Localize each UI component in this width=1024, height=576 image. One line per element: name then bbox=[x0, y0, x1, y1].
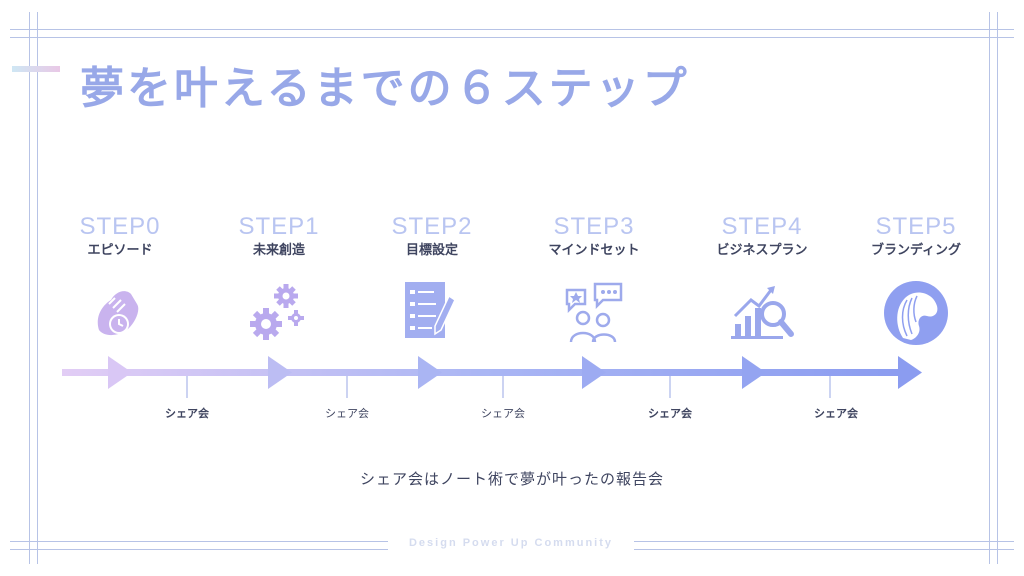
timeline-arrowhead bbox=[418, 356, 442, 389]
step-label: STEP0 bbox=[79, 213, 161, 240]
timeline-arrowhead bbox=[108, 356, 132, 389]
page-title: 夢を叶えるまでの６ステップ bbox=[80, 63, 690, 114]
frame-line-left-2 bbox=[37, 12, 38, 564]
step-1: STEP1 未来創造 bbox=[204, 212, 354, 260]
step-label: STEP2 bbox=[391, 213, 473, 240]
share-label: シェア会 bbox=[325, 407, 369, 420]
frame-line-top-2 bbox=[10, 37, 1014, 38]
title-accent-bar bbox=[12, 66, 60, 72]
frame-line-top-1 bbox=[10, 29, 1014, 30]
step-label: STEP4 bbox=[721, 213, 803, 240]
step-label: STEP3 bbox=[553, 213, 635, 240]
people-chat-icon bbox=[565, 282, 623, 343]
step-name: 未来創造 bbox=[252, 243, 305, 258]
share-label: シェア会 bbox=[481, 407, 525, 420]
gears-icon bbox=[250, 284, 304, 340]
step-name: ブランディング bbox=[870, 243, 962, 258]
timeline-arrowhead bbox=[742, 356, 766, 389]
timeline bbox=[62, 356, 922, 398]
frame-line-left-1 bbox=[29, 12, 30, 564]
step-name: エピソード bbox=[87, 243, 153, 258]
share-label: シェア会 bbox=[648, 407, 692, 420]
share-note: シェア会はノート術で夢が叶ったの報告会 bbox=[359, 470, 664, 488]
clock-on-shoe-icon bbox=[97, 291, 139, 336]
timeline-arrowhead bbox=[268, 356, 292, 389]
footer-brand: Design Power Up Community bbox=[388, 536, 634, 550]
timeline-arrowhead bbox=[582, 356, 606, 389]
share-label: シェア会 bbox=[165, 407, 209, 420]
step-3: STEP3 マインドセット bbox=[519, 212, 669, 260]
step-name: マインドセット bbox=[548, 243, 640, 258]
step-name: 目標設定 bbox=[405, 243, 458, 258]
step-0: STEP0 エピソード bbox=[45, 212, 195, 260]
step-name: ビジネスプラン bbox=[716, 243, 808, 258]
checklist-pen-icon bbox=[405, 282, 456, 338]
step-5: STEP5 ブランディング bbox=[841, 212, 991, 260]
step-label: STEP1 bbox=[238, 213, 320, 240]
chart-magnifier-icon bbox=[731, 286, 794, 339]
frame-line-right-1 bbox=[989, 12, 990, 564]
step-label: STEP5 bbox=[875, 213, 957, 240]
woman-profile-icon bbox=[884, 281, 948, 345]
step-4: STEP4 ビジネスプラン bbox=[687, 212, 837, 260]
step-2: STEP2 目標設定 bbox=[357, 212, 507, 260]
timeline-arrowhead bbox=[898, 356, 922, 389]
timeline-bar bbox=[62, 369, 900, 376]
share-label: シェア会 bbox=[814, 407, 858, 420]
frame-line-right-2 bbox=[997, 12, 998, 564]
